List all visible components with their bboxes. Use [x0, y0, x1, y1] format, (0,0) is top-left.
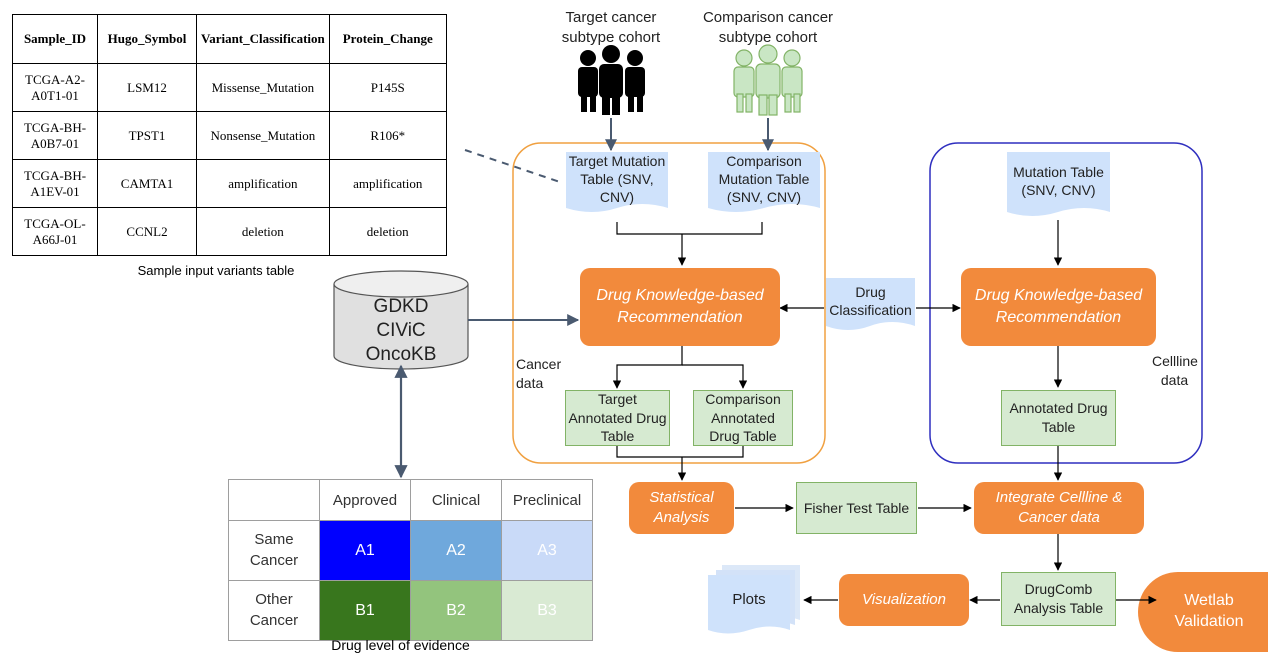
knowledge-database: GDKD CIViC OncoKB	[334, 295, 468, 366]
plots-doc: Plots	[732, 591, 766, 609]
cellline-data-label: Cellline data	[1152, 353, 1198, 388]
evidence-row: Same Cancer A1 A2 A3	[228, 520, 593, 581]
visualization-box: Visualization	[839, 574, 969, 626]
table-row: TCGA-A2-A0T1-01 LSM12 Missense_Mutation …	[12, 63, 447, 112]
cellline-mutation-doc	[1007, 152, 1110, 216]
evidence-corner-cell	[228, 479, 320, 521]
cellline-recommendation-box: Drug Knowledge-based Recommendation	[961, 268, 1156, 346]
table-row: TCGA-OL-A66J-01 CCNL2 deletion deletion	[12, 207, 447, 256]
sample-table-header: Hugo_Symbol	[97, 14, 197, 64]
cancer-data-region	[512, 142, 826, 464]
table-row: TCGA-BH-A1EV-01 CAMTA1 amplification amp…	[12, 159, 447, 208]
table-cell: TCGA-BH-A0B7-01	[12, 111, 98, 160]
fisher-test-table: Fisher Test Table	[796, 482, 917, 534]
table-cell: amplification	[328, 159, 447, 208]
table-cell: Nonsense_Mutation	[196, 111, 330, 160]
table-cell: P145S	[328, 63, 447, 112]
evidence-row-label: Other Cancer	[228, 580, 320, 641]
evidence-cell-b3: B3	[501, 580, 593, 641]
wetlab-validation: Wetlab Validation	[1174, 592, 1244, 630]
table-cell: TCGA-OL-A66J-01	[12, 207, 98, 256]
table-cell: Missense_Mutation	[196, 63, 330, 112]
sample-table-header-row: Sample_ID Hugo_Symbol Variant_Classifica…	[12, 14, 447, 64]
evidence-column-header: Preclinical	[501, 479, 593, 521]
integrate-data-box: Integrate Cellline & Cancer data	[974, 482, 1144, 534]
sample-table-header: Variant_Classification	[196, 14, 330, 64]
evidence-row: Other Cancer B1 B2 B3	[228, 580, 593, 641]
drugcomb-analysis-table: DrugComb Analysis Table	[1001, 572, 1116, 626]
comparison-annotated-drug-table: Comparison Annotated Drug Table	[693, 390, 793, 446]
target-mutation-doc	[566, 152, 668, 212]
evidence-cell-b2: B2	[410, 580, 502, 641]
cellline-mutation-table: Mutation Table (SNV, CNV)	[1013, 163, 1104, 198]
table-cell: CAMTA1	[97, 159, 197, 208]
sample-table-caption: Sample input variants table	[137, 263, 295, 278]
evidence-caption: Drug level of evidence	[331, 637, 470, 653]
evidence-grid: Approved Clinical Preclinical Same Cance…	[228, 479, 593, 641]
wetlab-shape	[1138, 572, 1268, 652]
evidence-cell-a1: A1	[319, 520, 411, 581]
table-cell: LSM12	[97, 63, 197, 112]
table-cell: TCGA-BH-A1EV-01	[12, 159, 98, 208]
table-cell: amplification	[196, 159, 330, 208]
sample-table-header: Sample_ID	[12, 14, 98, 64]
comparison-mutation-doc	[708, 152, 820, 212]
table-cell: deletion	[196, 207, 330, 256]
plots-doc-front	[708, 575, 790, 634]
database-name: OncoKB	[365, 343, 437, 365]
evidence-cell-a3: A3	[501, 520, 593, 581]
table-cell: CCNL2	[97, 207, 197, 256]
evidence-cell-a2: A2	[410, 520, 502, 581]
cellline-data-region	[929, 142, 1203, 464]
target-annotated-drug-table: Target Annotated Drug Table	[565, 390, 670, 446]
comparison-cohort-label: Comparison cancer subtype cohort	[702, 9, 834, 47]
sample-variants-table: Sample_ID Hugo_Symbol Variant_Classifica…	[12, 14, 447, 256]
evidence-column-header: Approved	[319, 479, 411, 521]
sample-table-header: Protein_Change	[328, 14, 447, 64]
target-mutation-table: Target Mutation Table (SNV, CNV)	[568, 152, 666, 206]
cellline-annotated-drug-table: Annotated Drug Table	[1001, 390, 1116, 446]
evidence-cell-b1: B1	[319, 580, 411, 641]
cancer-recommendation-box: Drug Knowledge-based Recommendation	[580, 268, 780, 346]
comparison-mutation-table: Comparison Mutation Table (SNV, CNV)	[718, 152, 810, 206]
cancer-data-label: Cancer data	[516, 356, 562, 391]
table-cell: R106*	[328, 111, 447, 160]
database-name: CIViC	[376, 319, 426, 341]
target-cohort-label: Target cancer subtype cohort	[561, 9, 661, 47]
evidence-column-header: Clinical	[410, 479, 502, 521]
drug-classification-doc	[826, 278, 915, 330]
table-row: TCGA-BH-A0B7-01 TPST1 Nonsense_Mutation …	[12, 111, 447, 160]
database-name: GDKD	[373, 296, 429, 317]
table-cell: TPST1	[97, 111, 197, 160]
drug-classification: Drug Classification	[829, 283, 912, 318]
table-leader-line	[464, 149, 561, 183]
table-cell: deletion	[328, 207, 447, 256]
comparison-cohort-people-icon	[733, 44, 803, 116]
target-cohort-people-icon	[578, 45, 645, 115]
table-cell: TCGA-A2-A0T1-01	[12, 63, 98, 112]
evidence-header-row: Approved Clinical Preclinical	[228, 479, 593, 521]
evidence-row-label: Same Cancer	[228, 520, 320, 581]
statistical-analysis-box: Statistical Analysis	[629, 482, 734, 534]
